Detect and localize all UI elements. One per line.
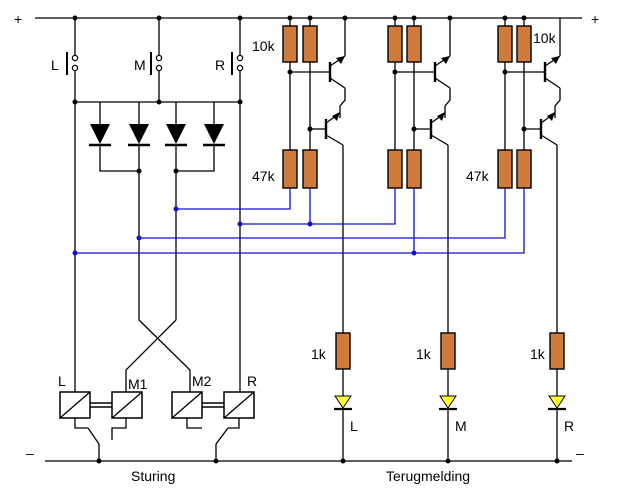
diode-network (72, 99, 243, 320)
resistor-47k-label-right: 47k (466, 168, 490, 184)
resistor-10k-r-a (497, 25, 513, 63)
led-l-label: L (350, 418, 358, 434)
resistor-10k-l-a (282, 25, 298, 63)
minus-right-label: – (576, 445, 584, 461)
blue-interconnects (72, 188, 525, 256)
plus-right-label: + (591, 11, 599, 27)
resistor-47k-r-a (497, 149, 513, 189)
resistor-47k-m-b (406, 149, 422, 189)
switch-l-label: L (51, 57, 59, 73)
resistor-10k-label-right: 10k (533, 30, 557, 46)
led-r-label: R (564, 418, 574, 434)
led-m-label: M (455, 418, 467, 434)
resistor-10k-r-b (516, 25, 532, 63)
diode-2 (129, 124, 149, 144)
resistor-47k-m-a (387, 149, 403, 189)
negative-rail: – – (26, 445, 584, 462)
section-sturing-label: Sturing (131, 468, 175, 484)
switch-l: L (51, 18, 79, 102)
diode-3 (166, 124, 186, 144)
switch-r-label: R (215, 57, 225, 73)
led-r (548, 395, 566, 409)
coil-block-right: M2 R (171, 373, 257, 464)
coil-m1-label: M1 (128, 376, 148, 392)
led-m (439, 395, 457, 409)
resistor-47k-l-a (282, 149, 298, 189)
positive-rail: + + (14, 11, 599, 27)
resistor-47k-l-b (302, 149, 318, 189)
switch-r: R (215, 18, 244, 102)
resistor-1k-label-m: 1k (416, 346, 432, 362)
coil-r-label: R (247, 373, 257, 389)
switch-m: M (134, 18, 163, 102)
resistor-47k-label-left: 47k (252, 168, 276, 184)
resistor-1k-m (440, 332, 456, 370)
diode-4 (204, 124, 224, 144)
coil-feeds (74, 102, 241, 392)
resistor-47k-r-b (516, 149, 532, 189)
switch-m-label: M (134, 57, 146, 73)
resistor-1k-l (335, 332, 351, 370)
coil-block-left: L M1 (58, 373, 148, 464)
resistor-10k-l-b (302, 25, 318, 63)
resistor-1k-label-r: 1k (530, 346, 546, 362)
minus-left-label: – (26, 445, 34, 461)
feedback-stage-m (387, 15, 457, 464)
coil-m2-label: M2 (192, 373, 212, 389)
coil-l-label: L (58, 373, 66, 389)
section-terugmelding-label: Terugmelding (386, 468, 470, 484)
resistor-10k-m-b (406, 25, 422, 63)
feedback-stage-r (497, 18, 566, 464)
resistor-10k-m-a (387, 25, 403, 63)
diode-1 (90, 124, 110, 144)
resistor-1k-r (549, 332, 565, 370)
feedback-stage-l (282, 15, 352, 464)
resistor-10k-label-left: 10k (252, 38, 276, 54)
resistor-1k-label-l: 1k (311, 346, 327, 362)
led-l (334, 395, 352, 409)
plus-left-label: + (14, 11, 22, 27)
